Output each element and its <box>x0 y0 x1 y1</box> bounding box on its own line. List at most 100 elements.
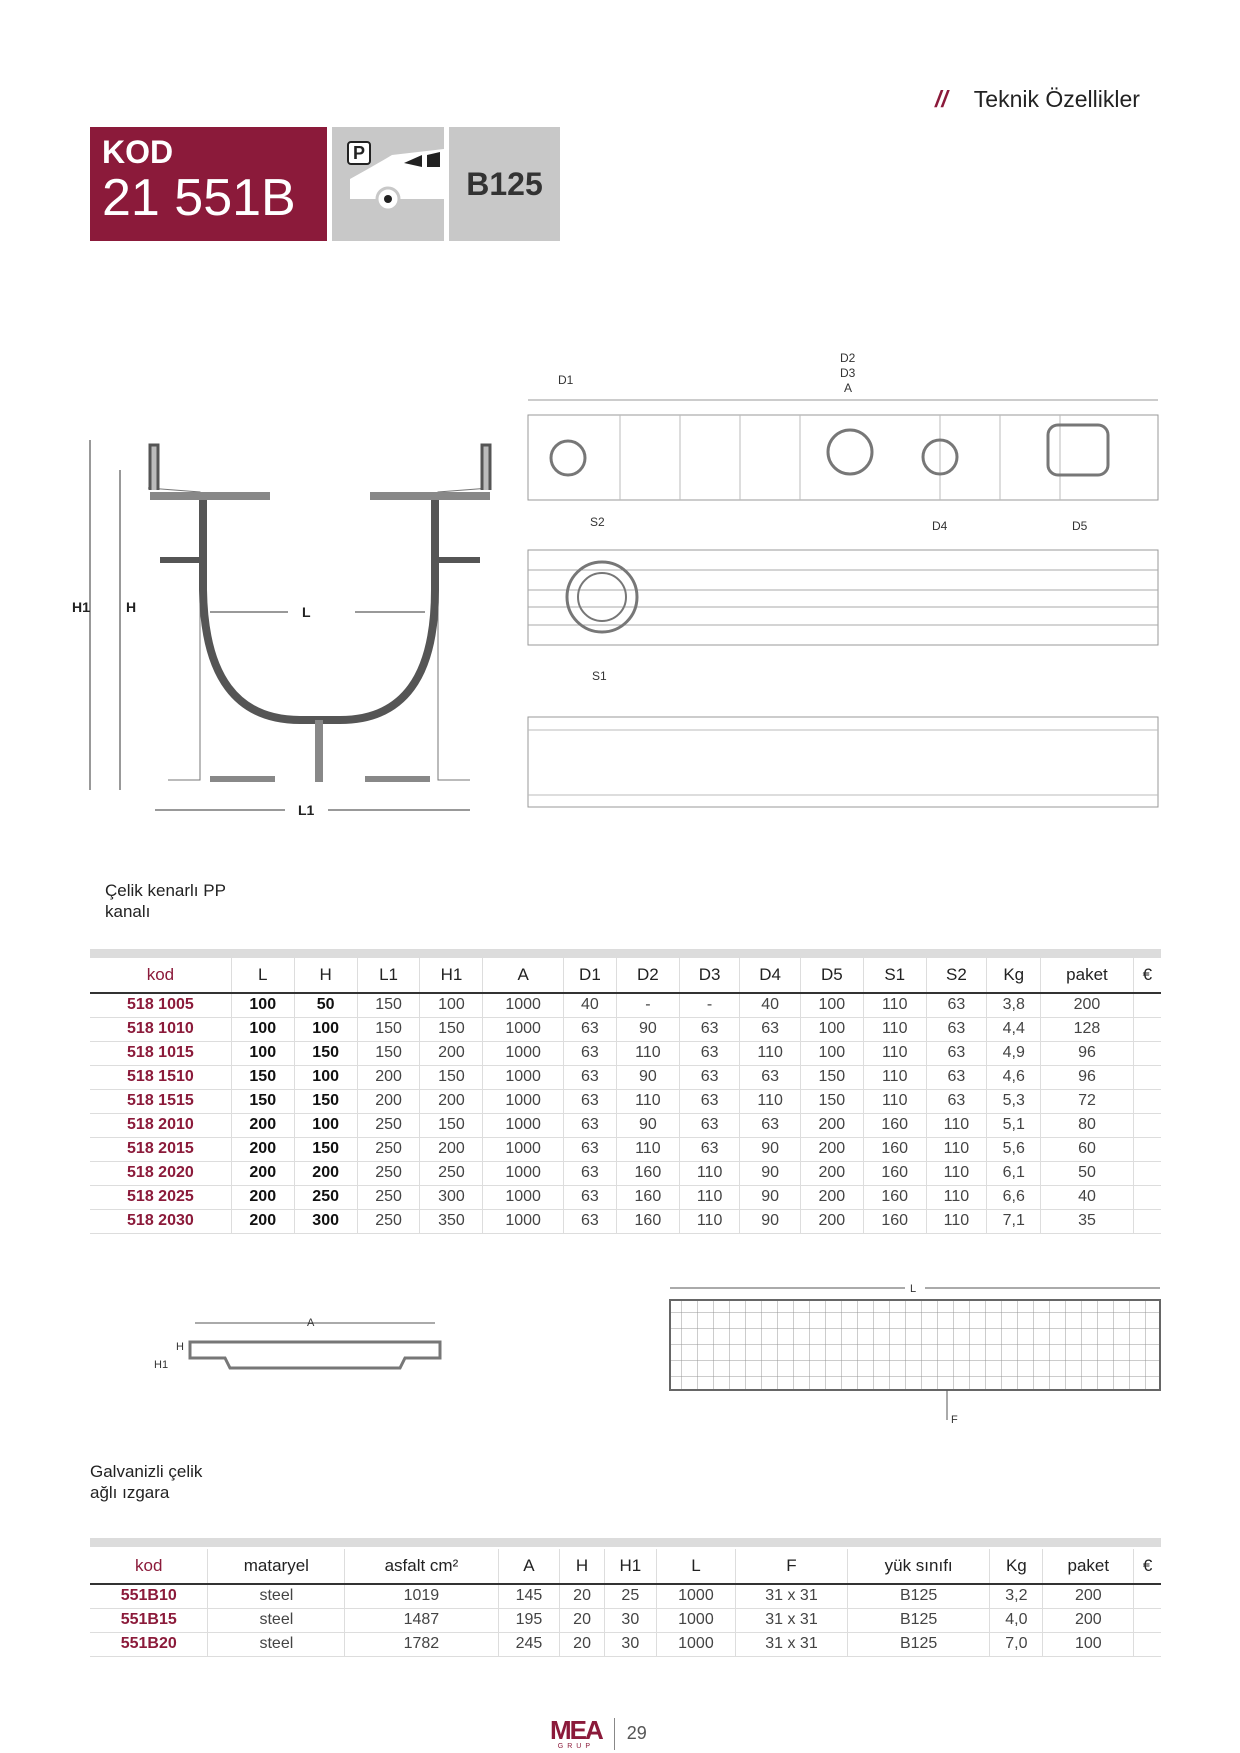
table-cell: 63 <box>678 1065 740 1090</box>
table-cell: 250 <box>356 1137 420 1162</box>
table-cell: 1000 <box>655 1584 736 1609</box>
product-code-cell: 518 2030 <box>90 1209 232 1234</box>
table-top-bar <box>90 949 1161 958</box>
table-cell: 200 <box>230 1161 295 1186</box>
grating-top-view-drawing: L F <box>669 1283 1161 1426</box>
table-cell: 30 <box>603 1632 657 1657</box>
table-cell: 40 <box>739 993 801 1018</box>
table-cell: 1000 <box>482 1209 564 1234</box>
table-cell: 150 <box>356 1017 420 1042</box>
table-cell: 200 <box>356 1089 420 1114</box>
table-cell: - <box>678 993 740 1018</box>
channel-cross-section-drawing: H1 H L L1 <box>72 440 492 818</box>
table-cell: 110 <box>925 1209 987 1234</box>
table-cell: 110 <box>925 1113 987 1138</box>
table-cell: 300 <box>419 1185 483 1210</box>
table-cell: 1487 <box>344 1608 499 1633</box>
table-cell: 200 <box>799 1185 864 1210</box>
table-cell: 200 <box>799 1113 864 1138</box>
table-cell: 63 <box>562 1137 617 1162</box>
table-cell <box>1133 1632 1161 1657</box>
table-cell: 110 <box>739 1041 801 1066</box>
table-cell: 80 <box>1040 1113 1134 1138</box>
table-cell: 200 <box>230 1113 295 1138</box>
table-cell: 90 <box>615 1065 680 1090</box>
svg-text:H1: H1 <box>154 1359 168 1371</box>
table-cell: 200 <box>419 1089 483 1114</box>
table-cell: 200 <box>356 1065 420 1090</box>
table-cell: 63 <box>678 1089 740 1114</box>
table-cell: 72 <box>1040 1089 1134 1114</box>
table-cell: 4,9 <box>986 1041 1041 1066</box>
column-header: Kg <box>989 1549 1043 1585</box>
table-cell: 50 <box>1040 1161 1134 1186</box>
table-cell <box>1133 1608 1161 1633</box>
table-cell: 4,4 <box>986 1017 1041 1042</box>
table-cell: 40 <box>1040 1185 1134 1210</box>
table-cell: 63 <box>739 1113 801 1138</box>
table-cell: 1000 <box>482 993 564 1018</box>
table-cell: 63 <box>562 1161 617 1186</box>
table-cell: 110 <box>862 1065 927 1090</box>
table-cell: 350 <box>419 1209 483 1234</box>
table-cell: 160 <box>862 1161 927 1186</box>
page-number: 29 <box>626 1723 647 1743</box>
column-header: mataryel <box>207 1549 345 1585</box>
table-cell: 40 <box>562 993 617 1018</box>
table-cell <box>1132 993 1161 1018</box>
table-cell: 5,6 <box>986 1137 1041 1162</box>
table-cell: 100 <box>230 1041 295 1066</box>
table-cell: 300 <box>293 1209 358 1234</box>
column-header: yük sınıfı <box>846 1549 990 1585</box>
table-cell: 150 <box>356 993 420 1018</box>
table-cell: 150 <box>293 1137 358 1162</box>
column-header: D4 <box>739 958 801 994</box>
table-cell: 110 <box>739 1089 801 1114</box>
table-cell: 150 <box>293 1089 358 1114</box>
dim-l1: L1 <box>298 802 315 818</box>
load-class-badge: B125 <box>449 127 560 241</box>
table-cell <box>1132 1041 1161 1066</box>
table-cell: 195 <box>497 1608 560 1633</box>
table-cell: 250 <box>293 1185 358 1210</box>
table-cell: 96 <box>1040 1065 1134 1090</box>
product-code-box: KOD 21 551B <box>90 127 327 241</box>
table-cell: 110 <box>925 1161 987 1186</box>
table-cell: 250 <box>356 1185 420 1210</box>
column-header: H <box>559 1549 605 1585</box>
table-cell: 1782 <box>344 1632 499 1657</box>
kod-label: KOD <box>102 134 174 170</box>
dim-d3: D3 <box>840 366 856 380</box>
table-cell: 63 <box>678 1017 740 1042</box>
table-top-bar <box>90 1538 1161 1547</box>
table-cell: 3,8 <box>986 993 1041 1018</box>
table-cell: 110 <box>862 1089 927 1114</box>
table-cell: B125 <box>846 1632 990 1657</box>
table-cell: 200 <box>230 1137 295 1162</box>
table-cell: 160 <box>862 1113 927 1138</box>
table-cell: 200 <box>419 1137 483 1162</box>
dim-a: A <box>844 381 852 395</box>
column-header: kod <box>90 958 232 994</box>
table-cell: 100 <box>1042 1632 1134 1657</box>
table-cell <box>1132 1209 1161 1234</box>
table-cell: 1000 <box>482 1113 564 1138</box>
table-cell: 110 <box>615 1041 680 1066</box>
column-header: paket <box>1040 958 1134 994</box>
table-cell: 200 <box>799 1137 864 1162</box>
table-cell: 150 <box>230 1089 295 1114</box>
table-cell: 145 <box>497 1584 560 1609</box>
dim-d2: D2 <box>840 351 856 365</box>
table-cell <box>1132 1161 1161 1186</box>
product-code: 21 551B <box>102 169 296 227</box>
table-cell: 63 <box>562 1209 617 1234</box>
